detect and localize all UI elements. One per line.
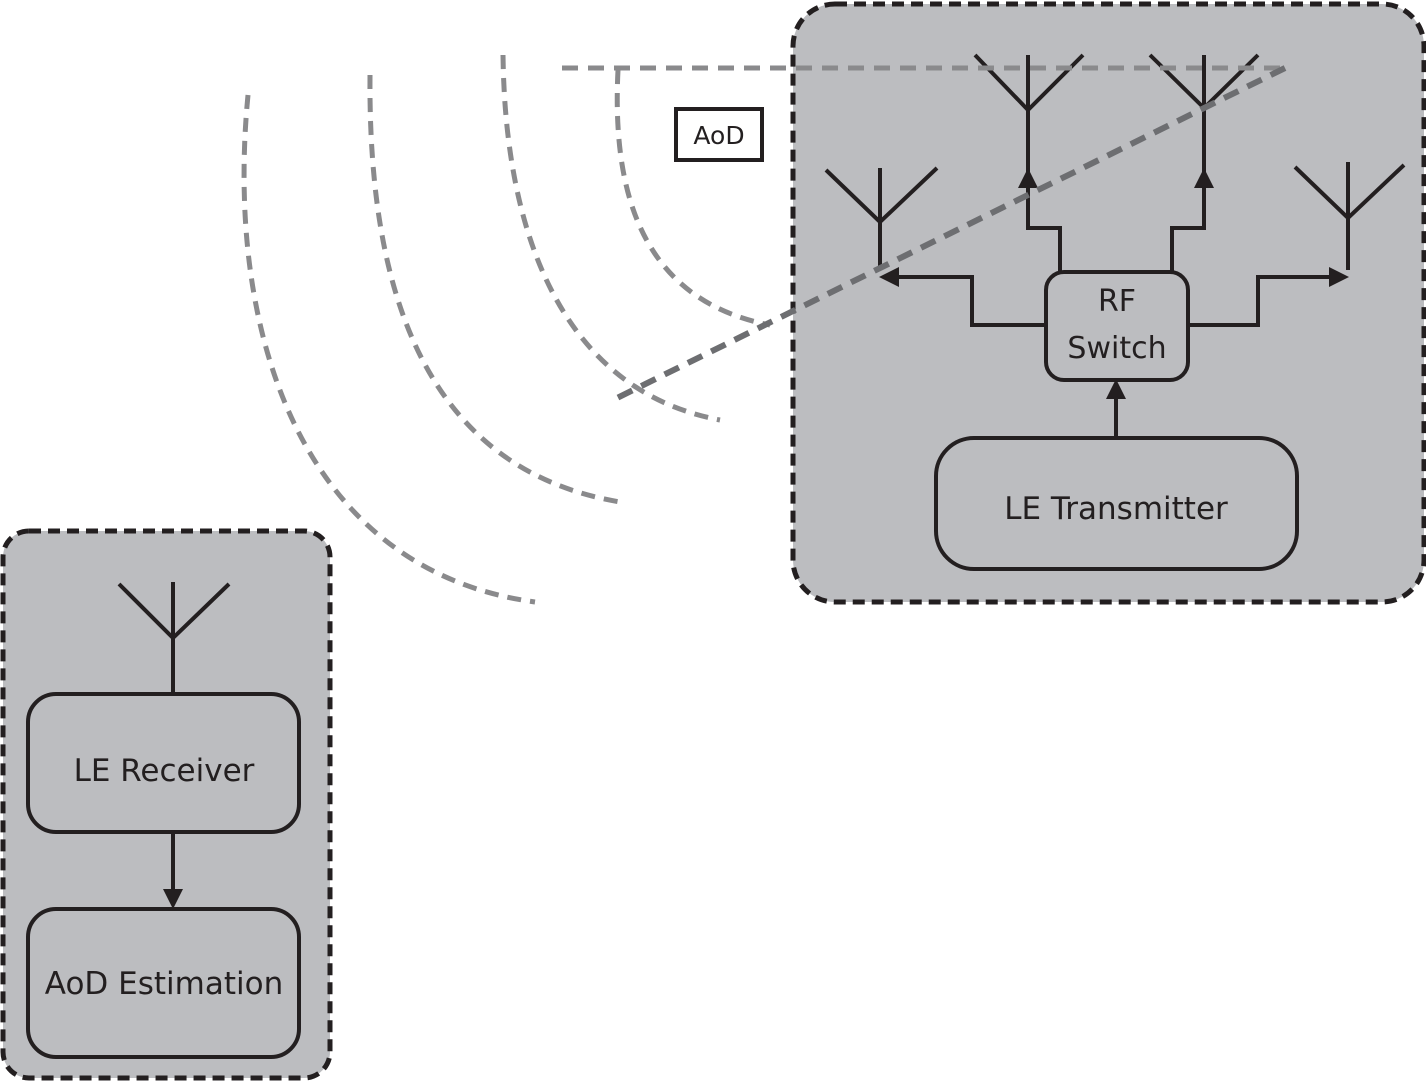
rf-connections <box>879 168 1349 438</box>
wavefront-1 <box>614 69 771 328</box>
aod-label: AoD <box>693 121 744 150</box>
rf-switch-block: RF Switch <box>1044 270 1190 382</box>
arrow-icon <box>879 267 1047 327</box>
aod-estimation-label: AoD Estimation <box>45 966 283 1002</box>
arrow-icon <box>1188 267 1349 327</box>
le-transmitter-label: LE Transmitter <box>1004 491 1228 527</box>
aod-angle-lines <box>562 65 1287 401</box>
antenna-icon <box>117 582 231 694</box>
antenna-icon <box>1293 162 1406 270</box>
tx-antennas <box>824 53 1406 270</box>
aod-departure-line <box>615 65 1287 401</box>
aod-estimation-block: AoD Estimation <box>26 907 301 1059</box>
arrow-icon <box>1170 168 1214 272</box>
aod-label-box: AoD <box>674 107 764 162</box>
wavefront-3 <box>367 74 621 505</box>
antenna-icon <box>824 166 939 270</box>
wavefronts <box>241 54 771 605</box>
antenna-icon <box>973 53 1085 172</box>
rf-switch-label-line1: RF <box>1098 284 1136 319</box>
arrow-icon <box>1018 168 1062 272</box>
le-receiver-label: LE Receiver <box>74 753 255 789</box>
le-receiver-block: LE Receiver <box>26 692 301 834</box>
wavefront-2 <box>500 54 721 423</box>
rf-switch-label-line2: Switch <box>1067 331 1166 366</box>
wavefront-4 <box>241 94 536 605</box>
le-transmitter-block: LE Transmitter <box>934 436 1299 571</box>
